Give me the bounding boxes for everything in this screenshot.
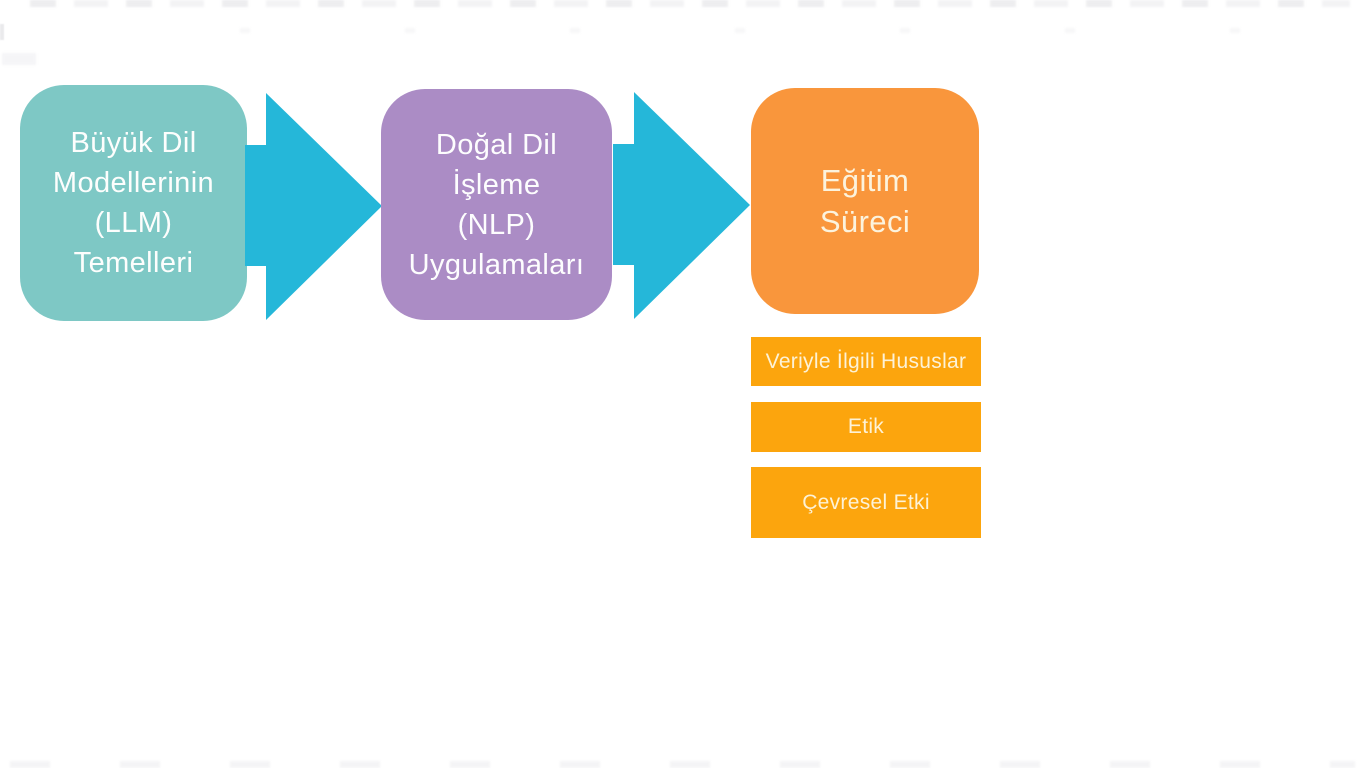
arrow-right-icon	[245, 93, 382, 320]
sub-step-bar-veriyle-ilgili-hususlar: Veriyle İlgili Hususlar	[751, 337, 981, 386]
step-label-line: Doğal Dil	[435, 128, 558, 161]
step-label-line: (NLP)	[457, 208, 536, 241]
flow-arrow-right-icon	[613, 92, 750, 319]
step-label-line: Süreci	[819, 204, 911, 239]
sub-step-bar-cevresel-etki: Çevresel Etki	[751, 467, 981, 538]
sub-step-label: Etik	[847, 415, 885, 438]
cropped-text-artifact-top	[30, 0, 1350, 7]
step-label-line: Temelleri	[73, 247, 194, 279]
edge-artifact	[2, 53, 36, 65]
step-box-egitim-sureci: Eğitim Süreci	[751, 88, 979, 314]
step-label-line: İşleme	[452, 168, 541, 201]
step-box-nlp-uygulamalari: Doğal Dil İşleme (NLP) Uygulamaları	[381, 89, 612, 320]
step-label-line: Büyük Dil	[70, 127, 197, 159]
edge-artifact	[0, 24, 4, 40]
step-label-line: Eğitim	[820, 163, 910, 198]
flow-arrow-right-icon	[245, 93, 382, 320]
step-label-line: Uygulamaları	[408, 248, 585, 281]
cropped-text-artifact-row2	[240, 28, 1240, 33]
step-label-line: (LLM)	[94, 207, 173, 239]
sub-step-label: Çevresel Etki	[802, 490, 930, 514]
arrow-right-icon	[613, 92, 750, 319]
step-box-llm-temelleri: Büyük Dil Modellerinin (LLM) Temelleri	[20, 85, 247, 321]
sub-step-label: Veriyle İlgili Hususlar	[765, 349, 967, 373]
cropped-text-artifact-bottom	[10, 761, 1355, 768]
step-label-line: Modellerinin	[52, 167, 215, 199]
sub-step-bar-etik: Etik	[751, 402, 981, 452]
